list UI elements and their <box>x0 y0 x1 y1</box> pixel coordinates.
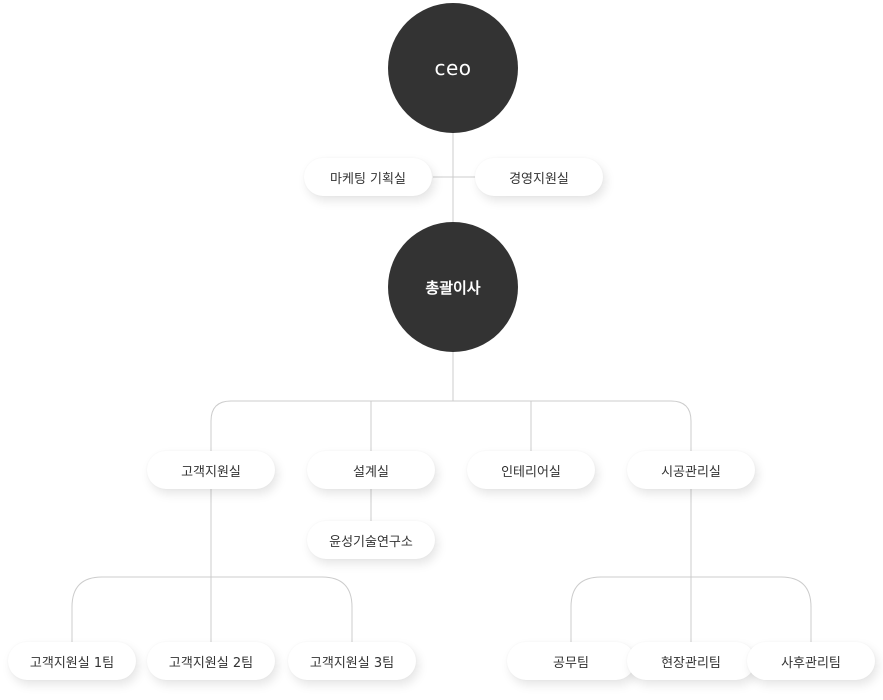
node-label: 윤성기술연구소 <box>329 534 413 550</box>
node-management-support: 경영지원실 <box>475 158 603 196</box>
node-label: 고객지원실 3팀 <box>309 655 395 671</box>
node-site-management-team: 현장관리팀 <box>627 642 755 680</box>
node-label: 고객지원실 2팀 <box>168 655 254 671</box>
node-design: 설계실 <box>307 451 435 489</box>
node-label: 고객지원실 1팀 <box>29 655 115 671</box>
ceo-node: ceo <box>388 3 518 133</box>
connector-construction-bus <box>570 576 812 642</box>
director-label: 총괄이사 <box>425 278 481 297</box>
node-label: 현장관리팀 <box>661 655 721 671</box>
node-label: 인테리어실 <box>501 464 561 480</box>
node-label: 고객지원실 <box>181 464 241 480</box>
node-label: 설계실 <box>353 464 389 480</box>
node-customer-team-3: 고객지원실 3팀 <box>288 642 416 680</box>
node-construction-management: 시공관리실 <box>627 451 755 489</box>
director-node: 총괄이사 <box>388 222 518 352</box>
node-marketing-planning: 마케팅 기획실 <box>304 158 432 196</box>
node-label: 공무팀 <box>553 655 589 671</box>
node-label: 경영지원실 <box>509 171 569 187</box>
node-label: 시공관리실 <box>661 464 721 480</box>
node-after-service-team: 사후관리팀 <box>747 642 875 680</box>
connector-customer-bus <box>71 576 353 642</box>
node-construction-affairs-team: 공무팀 <box>507 642 635 680</box>
node-research-lab: 윤성기술연구소 <box>307 521 435 559</box>
node-interior: 인테리어실 <box>467 451 595 489</box>
node-customer-team-2: 고객지원실 2팀 <box>147 642 275 680</box>
node-label: 사후관리팀 <box>781 655 841 671</box>
node-customer-support: 고객지원실 <box>147 451 275 489</box>
ceo-label: ceo <box>434 56 472 80</box>
node-label: 마케팅 기획실 <box>330 171 406 187</box>
node-customer-team-1: 고객지원실 1팀 <box>8 642 136 680</box>
connector-department-bus <box>210 400 692 451</box>
